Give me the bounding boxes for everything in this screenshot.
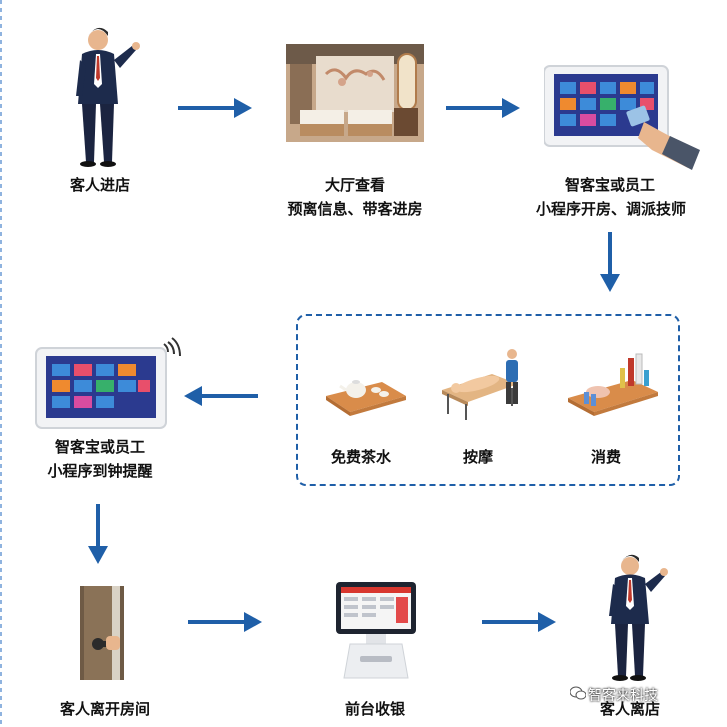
door-handle-icon	[80, 586, 124, 680]
drinks-tray-icon	[568, 353, 658, 416]
service-tea	[326, 362, 406, 416]
step-label-reminder-2: 小程序到钟提醒	[47, 462, 153, 480]
arrow-left-1	[184, 386, 258, 406]
step-label-checkout: 前台收银	[344, 700, 405, 718]
arrow-down-2	[88, 504, 108, 564]
pos-terminal-icon	[336, 582, 416, 679]
businessman-icon	[76, 27, 140, 167]
step-label-open-room-1: 智客宝或员工	[564, 176, 655, 194]
arrow-right-4	[482, 612, 556, 632]
tablet-wifi-icon	[35, 337, 181, 429]
arrow-right-2	[446, 98, 520, 118]
step-customer-leave	[600, 548, 680, 684]
step-lobby	[286, 44, 424, 142]
step-label-reminder-1: 智客宝或员工	[54, 438, 145, 456]
step-label-enter: 客人进店	[69, 176, 130, 194]
step-label-lobby-2: 预离信息、带客进房	[287, 200, 423, 218]
step-reminder	[34, 334, 184, 430]
service-consume	[568, 350, 658, 418]
tea-set-icon	[326, 380, 406, 416]
step-label-leave-room: 客人离开房间	[59, 700, 150, 718]
businessman-icon-2	[609, 554, 668, 681]
arrow-right-1	[178, 98, 252, 118]
service-label-tea: 免费茶水	[330, 448, 391, 466]
left-dashed-rule	[0, 0, 2, 727]
service-label-massage: 按摩	[462, 448, 493, 466]
step-label-open-room-2: 小程序开房、调派技师	[535, 200, 686, 218]
arrow-down-1	[600, 232, 620, 292]
wechat-icon	[570, 686, 586, 700]
services-group	[296, 314, 680, 486]
spa-room-image	[286, 44, 424, 142]
step-checkout	[330, 578, 420, 684]
arrow-right-3	[188, 612, 262, 632]
service-massage	[442, 344, 526, 420]
step-label-leave-store: 客人离店	[599, 700, 660, 718]
watermark: 智客来科技	[588, 688, 658, 704]
step-open-room	[543, 64, 700, 174]
tablet-touch-icon	[543, 65, 700, 170]
step-label-lobby-1: 大厅查看	[324, 176, 385, 194]
service-label-consume: 消费	[590, 448, 621, 466]
step-leave-room	[80, 586, 124, 680]
massage-bed-icon	[442, 349, 518, 420]
step-customer-enter	[60, 20, 150, 170]
